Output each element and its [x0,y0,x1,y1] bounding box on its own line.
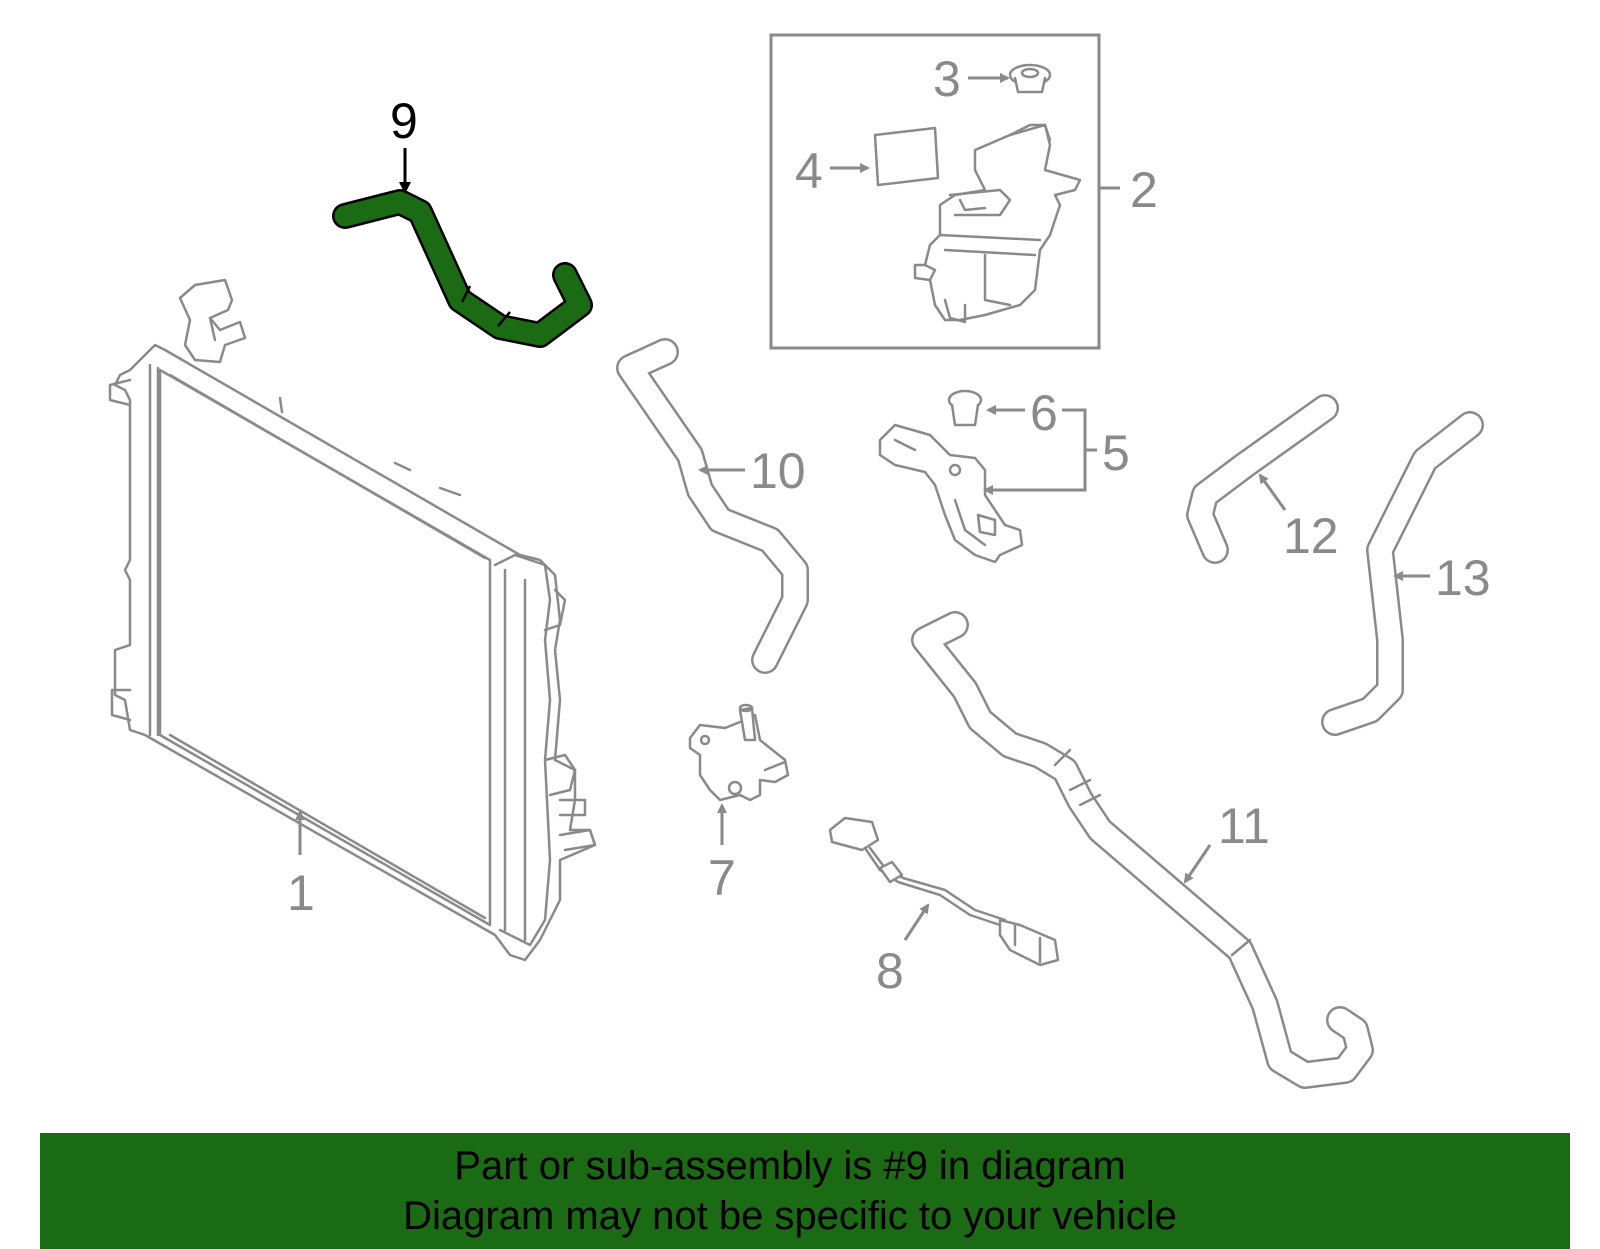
hose-part-12[interactable] [1186,394,1339,564]
hose-part-10[interactable] [616,338,809,674]
callout-6[interactable]: 6 [1030,385,1058,441]
callout-arrow-12 [1258,473,1287,511]
radiator-part-1[interactable] [108,278,597,962]
parts-diagram: 1 3 4 2 9 10 [108,33,1491,1089]
info-banner: Part or sub-assembly is #9 in diagram Di… [40,1133,1570,1249]
callout-9[interactable]: 9 [390,93,418,149]
callout-5[interactable]: 5 [1102,425,1130,481]
coolant-hose-part-9[interactable] [332,189,593,348]
callout-11[interactable]: 11 [1218,798,1270,854]
water-pump-part-7[interactable] [688,703,790,802]
callout-12[interactable]: 12 [1283,508,1339,564]
reservoir-part-2[interactable] [913,123,1082,324]
banner-line-1: Part or sub-assembly is #9 in diagram [454,1144,1126,1188]
reservoir-label-part-4[interactable] [873,126,940,187]
bracket-part-5[interactable] [878,423,1024,564]
callout-1[interactable]: 1 [287,865,315,921]
wiring-harness-part-8[interactable] [828,816,1060,967]
callout-arrow-11 [1183,844,1212,884]
callout-3[interactable]: 3 [933,51,961,107]
hose-part-13[interactable] [1321,411,1484,736]
banner-line-2: Diagram may not be specific to your vehi… [403,1194,1177,1238]
callout-13[interactable]: 13 [1435,550,1491,606]
callout-7[interactable]: 7 [708,850,736,906]
callout-10[interactable]: 10 [750,443,806,499]
hose-part-11[interactable] [911,611,1374,1089]
callout-arrow-8 [903,903,930,941]
callout-2[interactable]: 2 [1130,162,1158,218]
callout-4[interactable]: 4 [795,143,823,199]
clip-part-6[interactable] [947,389,983,427]
reservoir-cap-part-3[interactable] [1008,63,1052,94]
callout-8[interactable]: 8 [876,943,904,999]
